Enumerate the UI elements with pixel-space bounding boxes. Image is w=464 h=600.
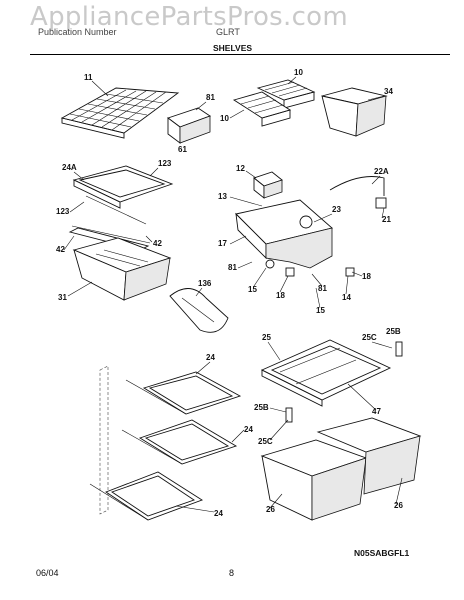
callout: 14 (342, 293, 351, 302)
crisper-pan-part (260, 417, 422, 521)
shelf-bracket-part (167, 107, 211, 144)
watermark: AppliancePartsPros.com (30, 2, 349, 32)
callout: 25C (258, 437, 273, 446)
callout: 81 (318, 284, 327, 293)
callout: 34 (384, 87, 393, 96)
callout: 123 (56, 207, 70, 216)
callout: 26 (394, 501, 403, 510)
upper-glass-shelf-part (260, 339, 403, 423)
control-housing-part (235, 171, 387, 277)
crisper-divider-part (169, 288, 229, 333)
callout: 81 (228, 263, 237, 272)
publication-label: Publication Number (38, 27, 117, 37)
header-rule (30, 54, 450, 55)
callout-labels: 11 10 10 81 61 34 24A 123 123 42 42 31 1… (56, 68, 403, 518)
callout: 10 (294, 68, 303, 77)
callout: 25 (262, 333, 271, 342)
callout: 42 (56, 245, 65, 254)
callout: 25B (254, 403, 269, 412)
callout: 11 (84, 73, 93, 82)
callout: 22A (374, 167, 389, 176)
callout: 18 (362, 272, 371, 281)
footer-date: 06/04 (36, 568, 59, 578)
section-title: SHELVES (213, 43, 253, 53)
glass-shelf-part (72, 165, 174, 225)
callout: 31 (58, 293, 67, 302)
callout: 13 (218, 192, 227, 201)
callout: 21 (382, 215, 391, 224)
callout: 17 (218, 239, 227, 248)
crisper-drawer-part (72, 237, 172, 301)
cantilever-shelf-part (89, 365, 242, 521)
callout: 15 (316, 306, 325, 315)
model-label: GLRT (216, 27, 240, 37)
callout: 24 (244, 425, 253, 434)
wire-shelf-part (60, 87, 180, 139)
callout: 18 (276, 291, 285, 300)
drawing-code: N05SABGFL1 (354, 548, 410, 558)
callout: 24 (206, 353, 215, 362)
callout: 47 (372, 407, 381, 416)
callout: 123 (158, 159, 172, 168)
callout: 15 (248, 285, 257, 294)
callout: 26 (266, 505, 275, 514)
callout: 25C (362, 333, 377, 342)
callout: 24 (214, 509, 223, 518)
callout: 25B (386, 327, 401, 336)
callout: 12 (236, 164, 245, 173)
page-number: 8 (229, 568, 235, 578)
callout: 24A (62, 163, 77, 172)
callout: 61 (178, 145, 187, 154)
callout: 136 (198, 279, 212, 288)
callout: 10 (220, 114, 229, 123)
callout: 23 (332, 205, 341, 214)
callout: 81 (206, 93, 215, 102)
callout: 42 (153, 239, 162, 248)
ice-tray-part (232, 79, 316, 127)
leader-lines (63, 76, 403, 513)
ice-bin-part (321, 87, 388, 137)
